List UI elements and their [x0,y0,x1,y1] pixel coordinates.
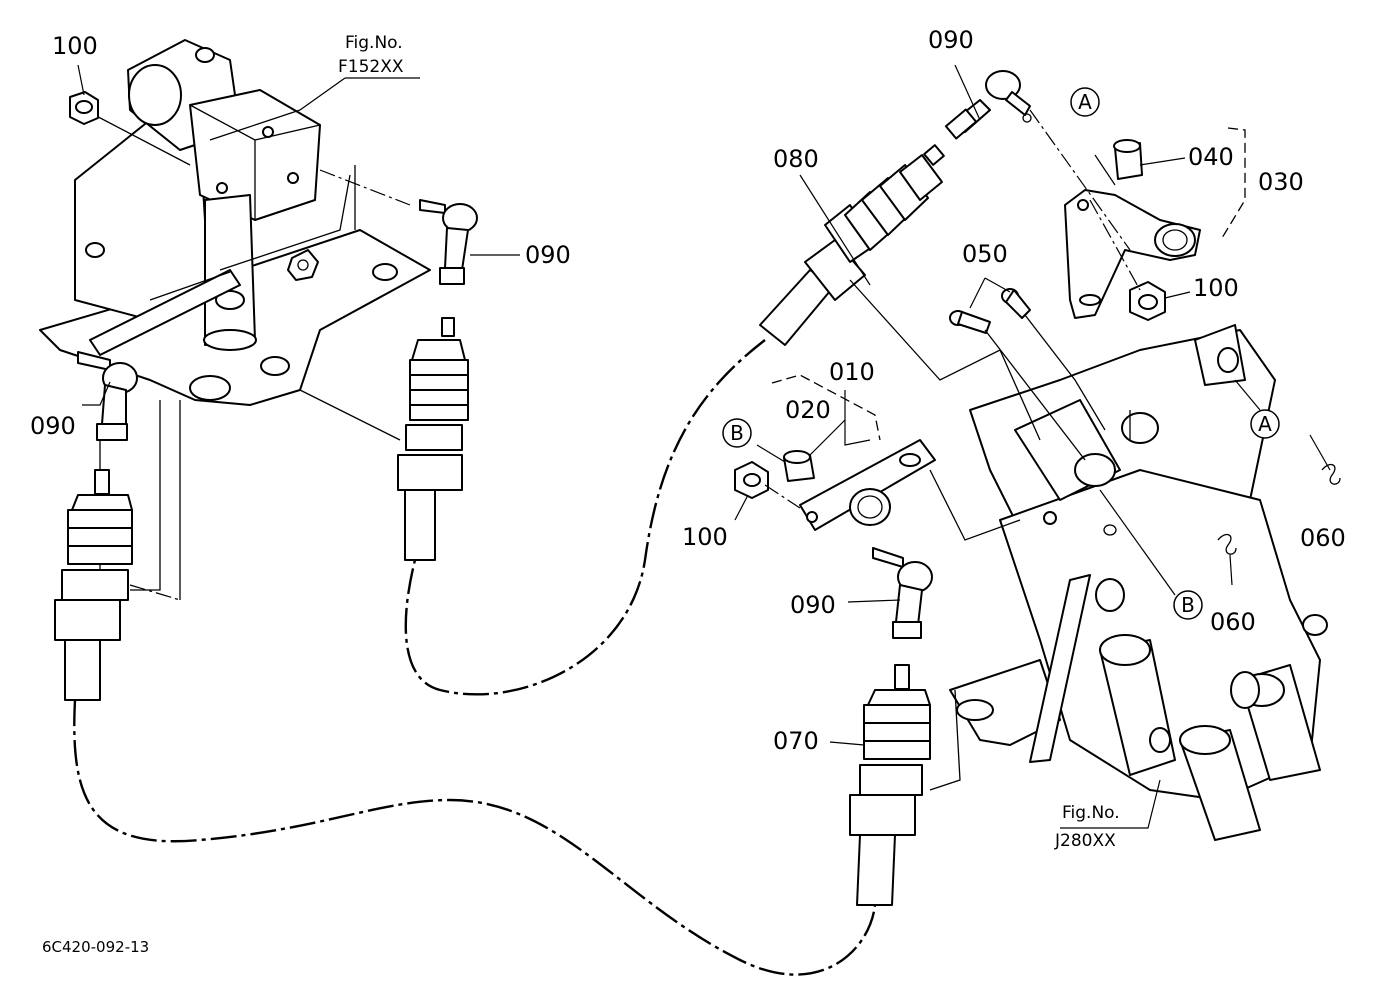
cable-end-left-lower [54,469,133,701]
circle-mark-b-plate: B [722,418,752,448]
svg-text:A: A [1258,412,1272,436]
leader-080-block [849,279,1041,441]
cable-end-070 [849,664,931,906]
flange-nut-center [734,461,769,499]
centerline-plate [764,484,801,509]
leader-left-base [219,174,351,271]
circle-mark-a-top: A [1070,87,1100,117]
svg-text:F152XX: F152XX [338,57,404,77]
leader-pins [984,314,1106,461]
ball-joint-center-lower [872,547,933,639]
leader-cable-lower [130,400,161,591]
bushing-020 [783,450,815,482]
callout-040: 040 [1188,143,1234,171]
ball-joint-left-upper [419,199,478,285]
group-bracket-030 [1221,127,1246,239]
callout-070: 070 [773,727,819,755]
callout-030: 030 [1258,168,1304,196]
document-code: 6C420-092-13 [42,938,149,956]
circle-mark-a-block: A [1250,409,1280,439]
centerline-bracket [1089,199,1141,291]
ball-joint-left-lower [77,351,138,441]
svg-text:J280XX: J280XX [1054,831,1116,851]
centerline-top [1029,109,1131,251]
svg-text:B: B [1181,593,1195,617]
cable-end-left-upper [397,317,469,561]
group-bracket-010 [771,374,881,441]
leader-plate-block [929,469,1021,541]
lever-plate-010 [799,439,936,531]
svg-text:Fig.No.: Fig.No. [345,33,403,53]
callout-090-left-lower: 090 [30,412,76,440]
centerline-lower-left [129,584,181,601]
callout-060-center: 060 [1210,608,1256,636]
control-valve-block [949,324,1328,841]
cable-070 [73,699,877,976]
callout-090-center-lower: 090 [790,591,836,619]
cable-end-center [759,144,945,346]
flange-nut-left [69,91,99,125]
fig-reference-f152xx: Fig.No. F152XX [338,33,404,77]
circle-mark-b-block: B [1173,590,1203,620]
bracket-030 [1064,189,1201,319]
callout-100-left: 100 [52,32,98,60]
callout-080: 080 [773,145,819,173]
fig-reference-j280xx: Fig.No. J280XX [1054,803,1120,851]
cable-080 [404,339,766,696]
callout-100-center: 100 [682,523,728,551]
callout-090-left-upper: 090 [525,241,571,269]
flange-nut-right [1129,281,1166,321]
callout-090-top: 090 [928,26,974,54]
leader-lines [77,64,1331,829]
leader-070-block [929,689,961,791]
callout-100-right: 100 [1193,274,1239,302]
callout-010: 010 [829,358,875,386]
callout-060-right: 060 [1300,524,1346,552]
pins-050 [949,288,1031,334]
svg-text:B: B [730,421,744,445]
svg-text:A: A [1078,90,1092,114]
centerline-upper-left [319,169,411,206]
callout-050: 050 [962,240,1008,268]
pedal-bracket-assembly [39,39,431,600]
ball-joint-center-top [944,70,1032,140]
bushing-040 [1113,139,1143,180]
svg-text:Fig.No.: Fig.No. [1062,803,1120,823]
clip-060-right [1321,463,1341,485]
callout-020: 020 [785,396,831,424]
clip-060-center [1217,533,1237,555]
leader-cable-upper [299,389,401,441]
